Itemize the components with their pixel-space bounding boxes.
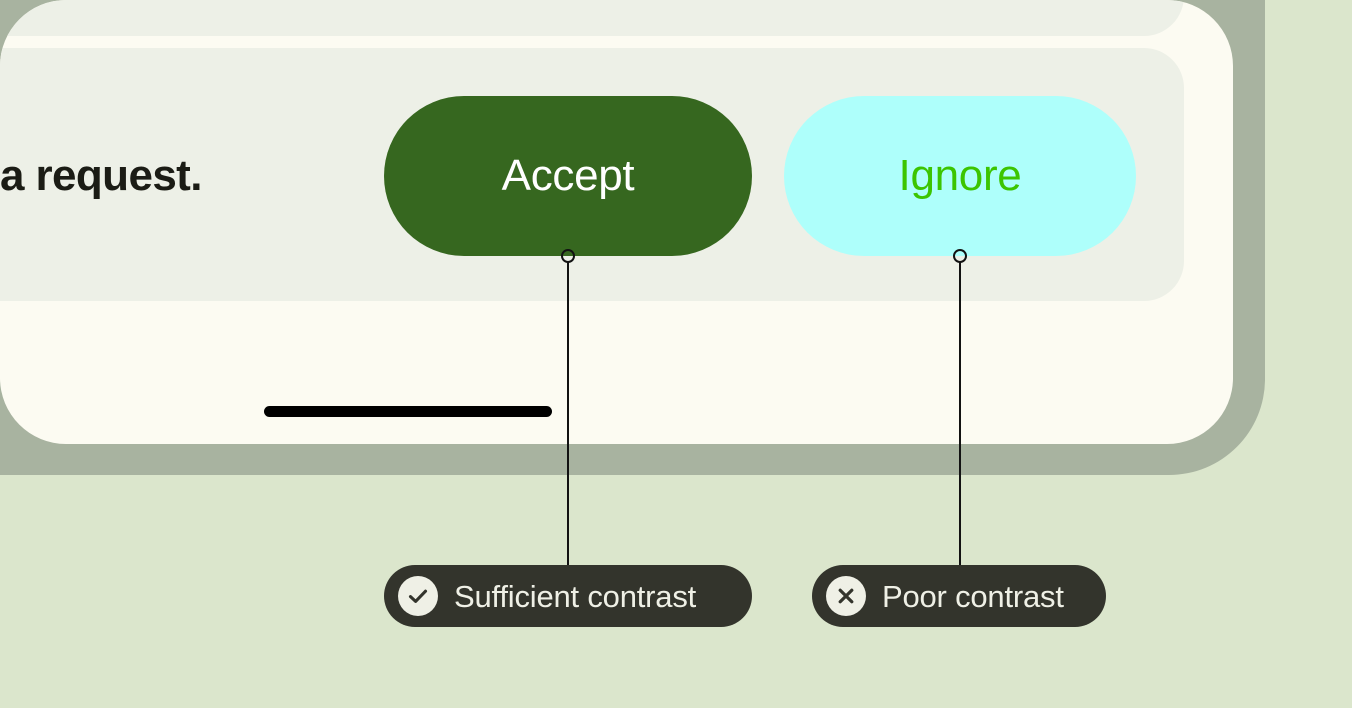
notification-card-top[interactable]: [0, 0, 1184, 36]
device-frame: a request. Accept Ignore: [0, 0, 1265, 475]
home-indicator[interactable]: [264, 406, 552, 417]
device-screen: a request. Accept Ignore: [0, 0, 1233, 444]
callout-anchor-dot-icon: [953, 249, 967, 263]
ignore-button[interactable]: Ignore: [784, 96, 1136, 256]
callout-anchor-dot-icon: [561, 249, 575, 263]
callout-pill-sufficient: Sufficient contrast: [384, 565, 752, 627]
callout-label-poor: Poor contrast: [882, 578, 1064, 614]
callout-pill-poor: Poor contrast: [812, 565, 1106, 627]
callout-leader-line: [567, 262, 570, 566]
callout-leader-line: [959, 262, 962, 566]
screen-content: a request. Accept Ignore: [0, 0, 1184, 417]
check-circle-icon: [398, 576, 438, 616]
x-circle-icon: [826, 576, 866, 616]
accept-button[interactable]: Accept: [384, 96, 752, 256]
callout-label-sufficient: Sufficient contrast: [454, 578, 697, 614]
message-text: a request.: [0, 151, 202, 200]
